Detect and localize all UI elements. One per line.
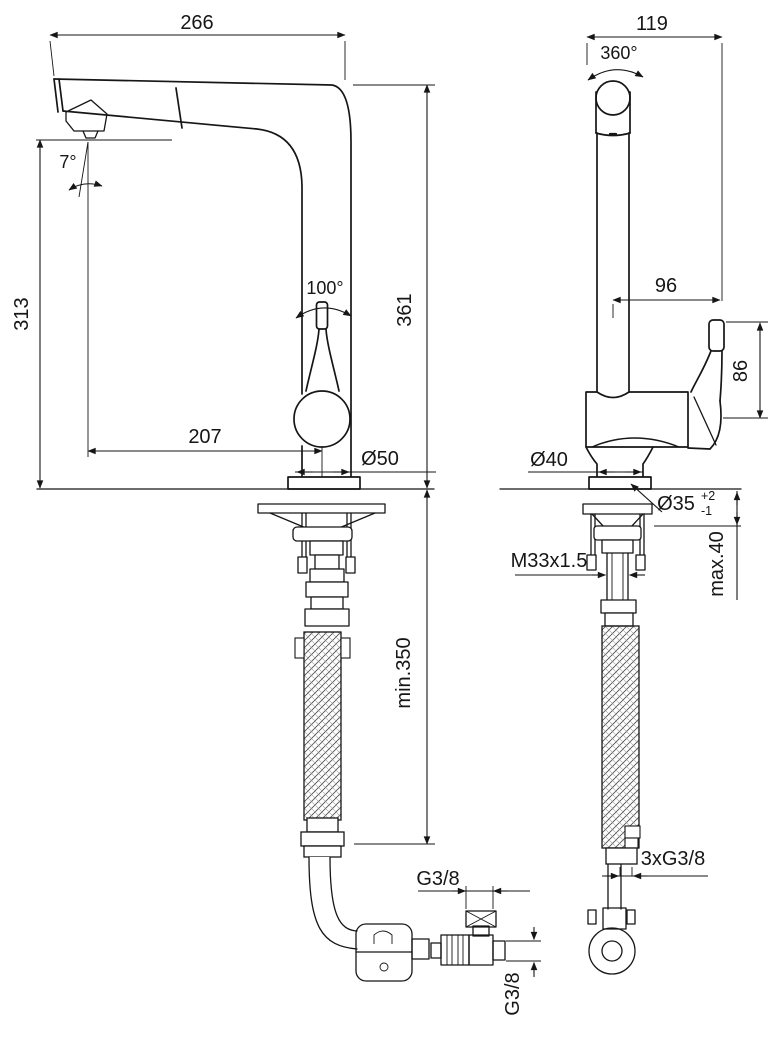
dim-hose-threads — [602, 867, 708, 880]
rotation-360-label: 360° — [600, 43, 637, 63]
dim-total-height — [353, 84, 435, 489]
dim-mounting-hole — [630, 483, 741, 600]
left-view-faucet-side — [36, 78, 506, 982]
g38-triple-label: 3xG3/8 — [641, 848, 705, 870]
dimension-lines — [36, 31, 768, 977]
dim-handle-height — [723, 321, 768, 419]
braided-hoses-side — [294, 631, 351, 858]
dimension-labels: 266 119 360° 7° 313 100° 361 207 Ø50 96 … — [11, 12, 752, 1016]
pullout-hose-loop — [587, 863, 636, 975]
dim-tee-side-thread — [506, 927, 541, 977]
dim-313-label: 313 — [11, 297, 33, 330]
lever-handle-side — [293, 301, 351, 448]
dim-spray-angle — [68, 141, 103, 457]
dim-86-label: 86 — [730, 360, 752, 382]
lever-handle-front — [687, 319, 725, 450]
dim-361-label: 361 — [394, 293, 416, 326]
braided-hoses-front — [601, 625, 641, 865]
dim-outlet-height — [36, 139, 172, 489]
g38-side-label: G3/8 — [502, 972, 524, 1015]
dim-min-hose-length — [354, 489, 435, 845]
max-40-label: max.40 — [706, 531, 728, 597]
dim-266-label: 266 — [180, 12, 213, 34]
min-350-label: min.350 — [393, 637, 415, 708]
dia-40-label: Ø40 — [530, 449, 568, 471]
dim-tee-inlet-thread — [418, 886, 530, 909]
dim-front-width — [586, 33, 723, 301]
arc-spout-swivel — [587, 69, 644, 81]
dim-handle-projection — [612, 296, 721, 318]
faucet-base-side — [287, 476, 361, 490]
dia-35-label: Ø35 — [657, 493, 695, 515]
g38-inlet-label: G3/8 — [416, 868, 459, 890]
dia-35-tolerance-minus: -1 — [701, 504, 712, 518]
dim-96-label: 96 — [655, 275, 677, 297]
spout-and-body-outline — [53, 78, 352, 478]
dim-spout-reach — [49, 31, 346, 80]
arc-handle-swing — [295, 307, 352, 319]
dim-207-label: 207 — [188, 426, 221, 448]
m33-thread-label: M33x1.5 — [511, 550, 588, 572]
mounting-hardware-front — [582, 503, 653, 627]
dim-119-label: 119 — [636, 13, 668, 35]
dia-35-tolerance-plus: +2 — [701, 489, 715, 503]
mounting-hardware-side — [257, 503, 386, 627]
spout-front-outline — [585, 80, 689, 490]
dia-50-label: Ø50 — [361, 448, 399, 470]
right-view-faucet-front — [499, 80, 742, 975]
angle-100-label: 100° — [306, 278, 343, 298]
pullout-hose-and-valve — [308, 856, 506, 982]
pullout-spray-head — [65, 99, 108, 139]
angle-7-label: 7° — [59, 152, 76, 172]
